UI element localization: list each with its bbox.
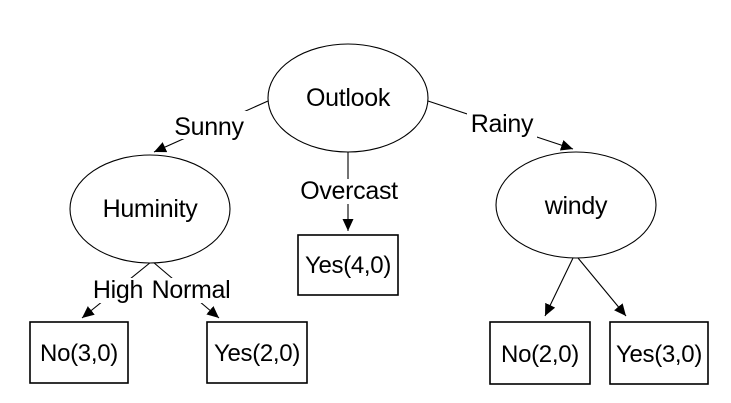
edge-label-backgrounds bbox=[85, 109, 537, 303]
edge-windy-to-right-leaf bbox=[577, 257, 627, 317]
leaf-windy-left-box bbox=[489, 321, 591, 385]
leaf-high-label: No(3,0) bbox=[40, 340, 118, 367]
edge-labels: Sunny Overcast Rainy High Normal bbox=[93, 110, 534, 304]
leaf-normal-box bbox=[206, 321, 308, 384]
sunny-label-bg bbox=[171, 111, 247, 139]
leaf-overcast-label: Yes(4,0) bbox=[305, 252, 391, 279]
edge-windy-to-left-leaf bbox=[544, 257, 574, 317]
edge-label-overcast: Overcast bbox=[300, 177, 398, 205]
node-windy-ellipse bbox=[495, 151, 657, 259]
rainy-label-bg bbox=[467, 109, 537, 138]
edge-label-high: High bbox=[93, 276, 143, 304]
edge-label-rainy: Rainy bbox=[471, 110, 534, 138]
leaf-overcast-box bbox=[297, 234, 399, 296]
high-normal-label-bg bbox=[85, 278, 233, 303]
node-huminity-label: Huminity bbox=[103, 195, 199, 223]
node-huminity-ellipse bbox=[69, 154, 231, 264]
overcast-label-bg bbox=[301, 179, 397, 204]
leaf-windy-right-box bbox=[609, 321, 709, 385]
decision-nodes: Outlook Huminity windy bbox=[69, 43, 657, 264]
edge-label-normal: Normal bbox=[152, 276, 231, 304]
node-outlook-label: Outlook bbox=[306, 84, 391, 112]
leaf-high-box bbox=[29, 321, 129, 384]
leaf-nodes: Yes(4,0) No(3,0) Yes(2,0) No(2,0) Yes(3,… bbox=[29, 234, 709, 385]
node-outlook-ellipse bbox=[267, 43, 429, 153]
leaf-windy-left-label: No(2,0) bbox=[501, 341, 579, 368]
leaf-normal-label: Yes(2,0) bbox=[214, 340, 300, 367]
edge-label-sunny: Sunny bbox=[174, 113, 244, 141]
node-windy-label: windy bbox=[544, 192, 608, 220]
leaf-windy-right-label: Yes(3,0) bbox=[616, 341, 702, 368]
